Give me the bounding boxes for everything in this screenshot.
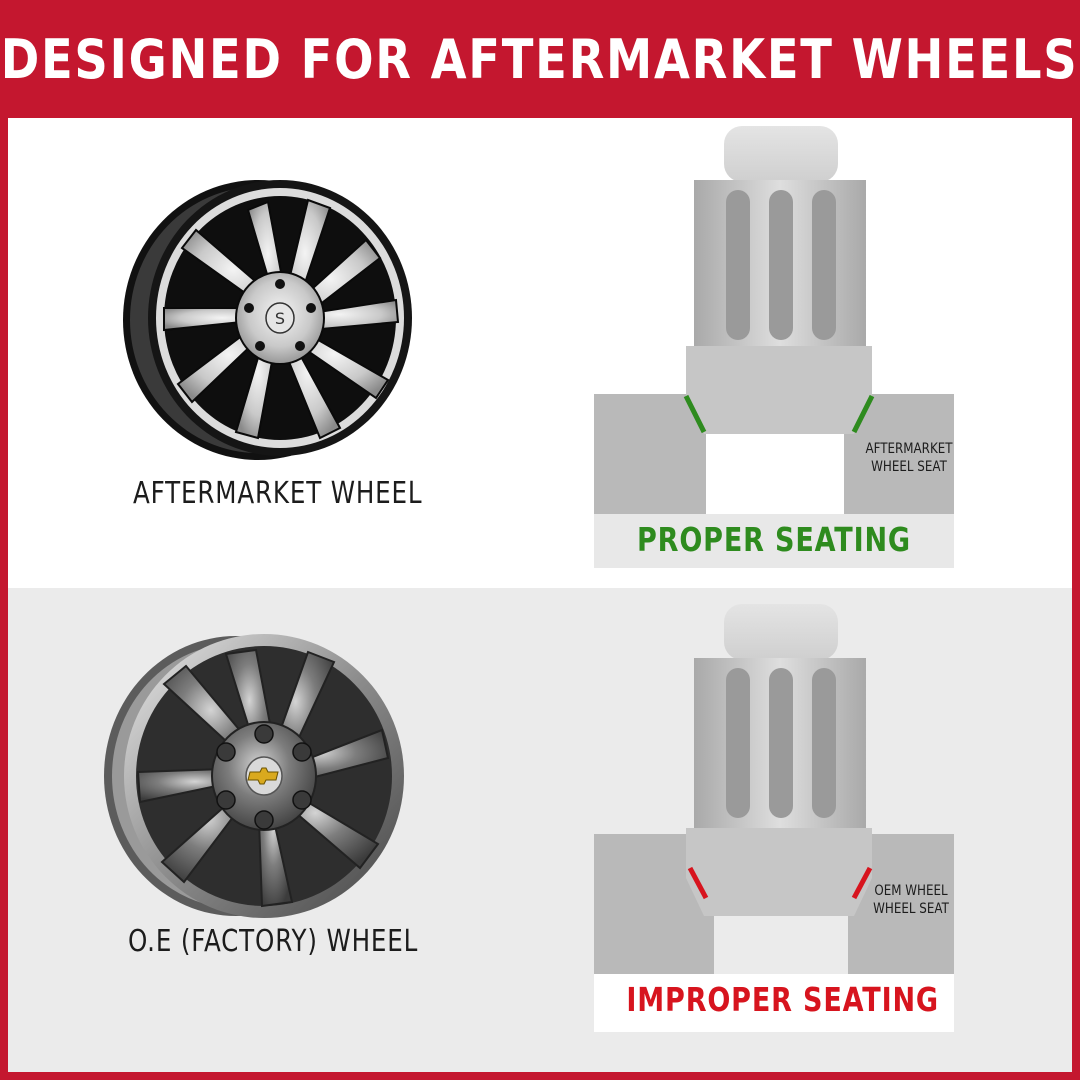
header-banner: DESIGNED FOR AFTERMARKET WHEELS — [0, 0, 1080, 118]
improper-seating-diagram — [594, 604, 954, 1032]
seat-label-line-1: OEM WHEEL — [874, 883, 948, 899]
page-title: DESIGNED FOR AFTERMARKET WHEELS — [1, 27, 1079, 91]
improper-seating-label: IMPROPER SEATING — [626, 980, 939, 1019]
aftermarket-panel: S AFTERMARKET WHEEL — [8, 118, 1072, 588]
seat-label-line-2: WHEEL SEAT — [871, 459, 947, 475]
aftermarket-wheel-image: S — [123, 180, 412, 460]
seat-label-line-2: WHEEL SEAT — [873, 901, 949, 917]
factory-panel: O.E (FACTORY) WHEEL — [8, 588, 1072, 1072]
factory-wheel-label: O.E (FACTORY) WHEEL — [128, 924, 419, 959]
seat-label-line-1: AFTERMARKET — [865, 441, 953, 457]
aftermarket-wheel-label: AFTERMARKET WHEEL — [133, 476, 423, 511]
proper-seating-label: PROPER SEATING — [637, 520, 911, 559]
svg-text:S: S — [275, 309, 285, 328]
aftermarket-seat-label: AFTERMARKET WHEEL SEAT — [862, 440, 956, 476]
oem-seat-label: OEM WHEEL WHEEL SEAT — [864, 882, 958, 918]
factory-wheel-image — [104, 634, 404, 918]
proper-seating-diagram — [594, 126, 954, 568]
